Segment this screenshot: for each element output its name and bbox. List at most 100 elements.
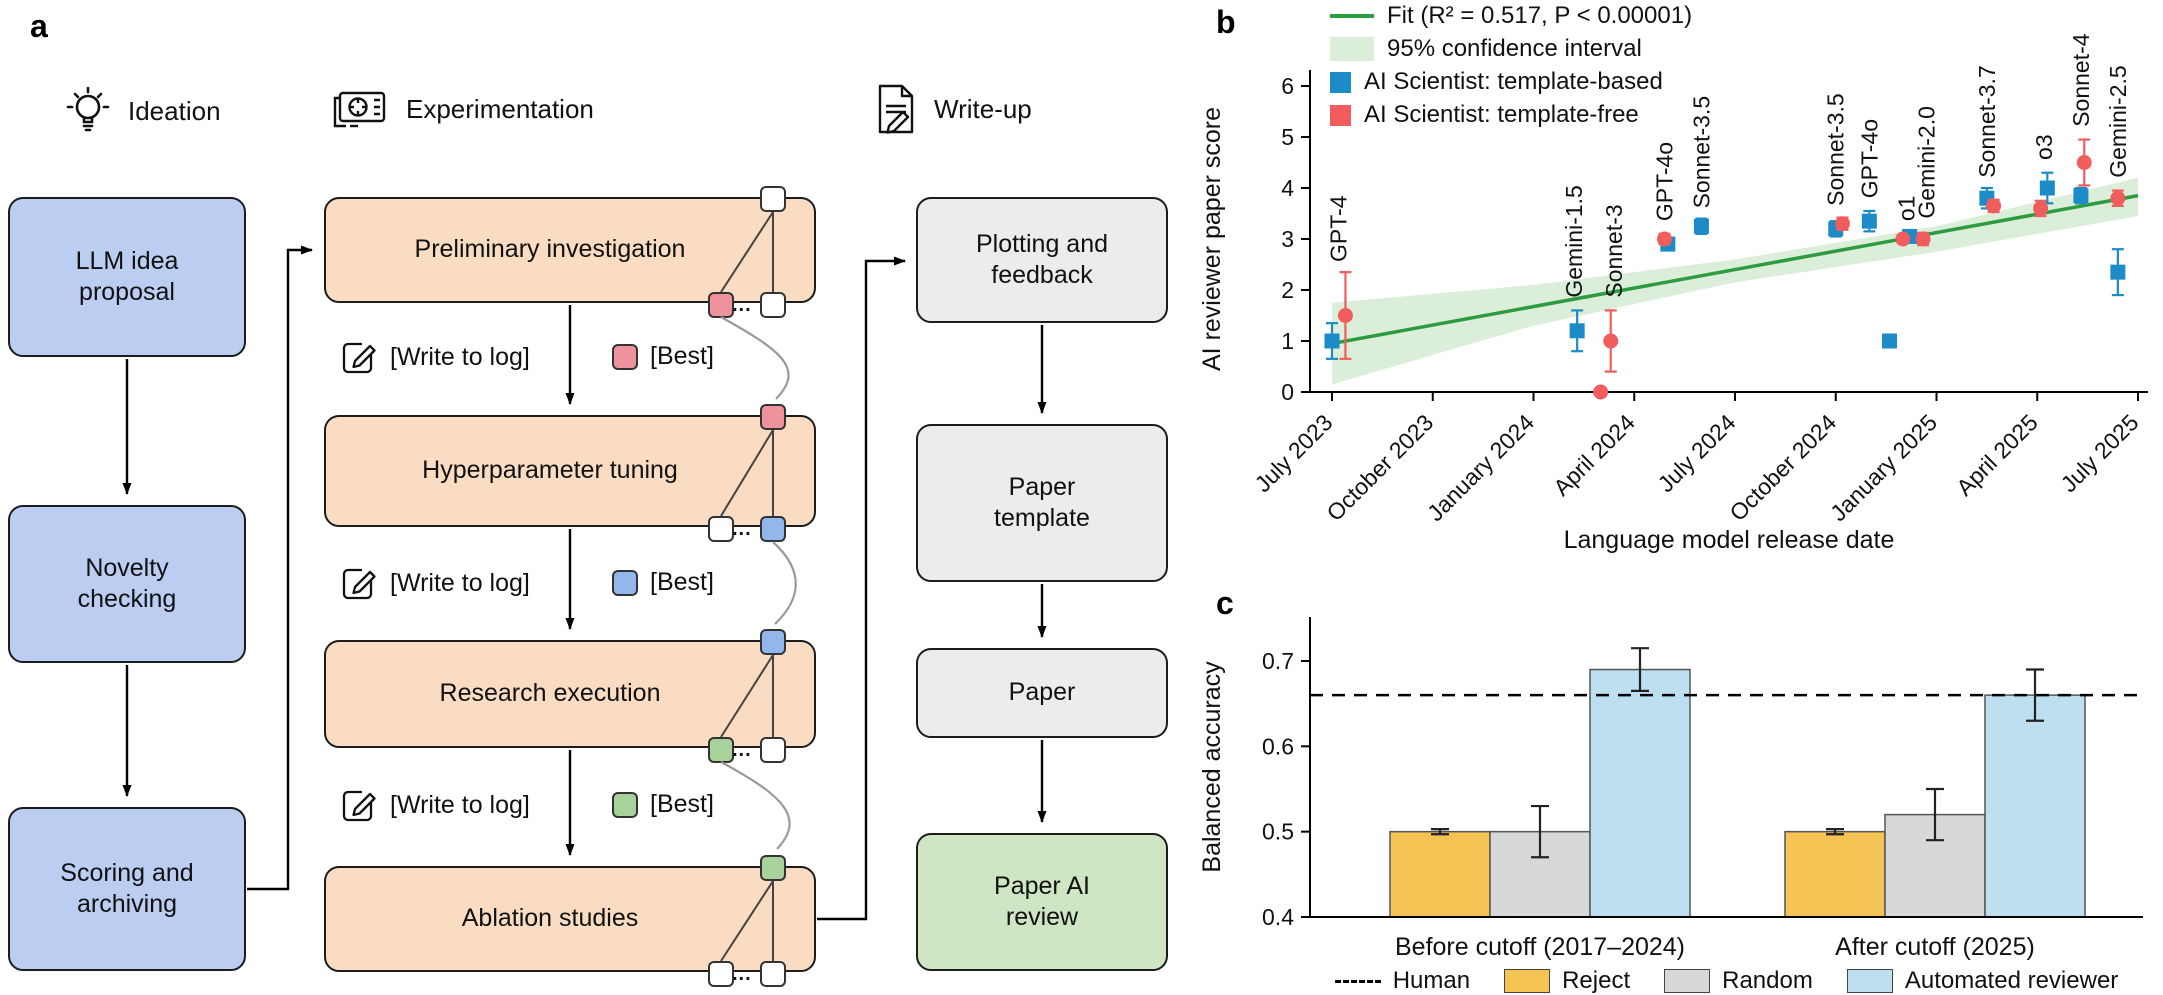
human-dash-swatch xyxy=(1334,979,1381,983)
scatter-point-circle xyxy=(2033,200,2049,216)
tree-dots: ... xyxy=(732,294,752,316)
model-label: GPT-4 xyxy=(1326,195,1352,262)
tree-edges xyxy=(720,429,774,517)
tree-node-pink xyxy=(760,404,786,430)
tree-node-blue xyxy=(760,516,786,542)
flow-box-paper: Paper xyxy=(916,648,1168,738)
tree-node-green xyxy=(760,855,786,881)
scatter-point-circle xyxy=(1986,198,2002,214)
flow-box-label: Preliminary investigation xyxy=(414,235,686,264)
panel-b-label: b xyxy=(1216,4,1236,40)
tree-dots: ... xyxy=(732,963,752,985)
best-node-blue xyxy=(612,569,638,596)
model-label: Sonnet-3.5 xyxy=(1688,96,1714,209)
write-to-log-label: [Write to log] xyxy=(390,790,530,819)
pencil-icon xyxy=(342,568,376,600)
legend-item-reject: Reject xyxy=(1504,967,1630,995)
scatter-point-square xyxy=(1861,213,1877,229)
search-tree-icon: ... xyxy=(698,404,798,542)
legend-item-automated-reviewer: Automated reviewer xyxy=(1846,967,2118,995)
scatter-point-circle xyxy=(1834,216,1850,232)
fit-line-swatch xyxy=(1330,14,1374,18)
y-tick-label: 6 xyxy=(1281,73,1294,99)
group-label: Before cutoff (2017–2024) xyxy=(1395,933,1685,961)
best-annotation: [Best] xyxy=(612,568,714,597)
flow-box-novelty-checking: Novelty checking xyxy=(8,505,246,663)
best-node-pink xyxy=(612,343,638,370)
best-label: [Best] xyxy=(650,790,714,818)
model-label: Gemini-2.5 xyxy=(2105,65,2131,177)
reject-swatch xyxy=(1504,969,1551,993)
model-label: Sonnet-3.5 xyxy=(1823,93,1849,206)
write-to-log-annotation: [Write to log] xyxy=(340,564,530,602)
scatter-point-circle xyxy=(1603,333,1619,349)
scatter-point-square xyxy=(2073,188,2089,204)
panel-a-label: a xyxy=(30,8,48,44)
bar-automated-reviewer xyxy=(1589,668,1691,918)
search-tree-icon: ... xyxy=(698,186,798,318)
write-to-log-annotation: [Write to log] xyxy=(340,338,530,376)
tree-node-pink xyxy=(708,292,734,318)
legend-label: 95% confidence interval xyxy=(1387,35,1642,62)
panel-c-label: c xyxy=(1216,585,1234,621)
legend-item-template-free: AI Scientist: template-free xyxy=(1330,101,1692,129)
flow-box-label: Novelty checking xyxy=(77,553,177,613)
x-tick-label: April 2024 xyxy=(1548,409,1640,501)
search-tree-icon: ... xyxy=(698,855,798,987)
search-tree-icon: ... xyxy=(698,629,798,763)
tree-edges xyxy=(720,211,774,293)
model-label: Gemini-1.5 xyxy=(1561,185,1587,297)
flow-box-label: Hyperparameter tuning xyxy=(422,456,678,485)
gpu-icon xyxy=(333,91,386,128)
writeup-header: Write-up xyxy=(872,82,1032,136)
scatter-point-circle xyxy=(1915,231,1931,247)
model-label: GPT-4o xyxy=(1856,119,1882,198)
flow-box-plotting-feedback: Plotting and feedback xyxy=(916,197,1168,323)
model-label: o1 xyxy=(1893,196,1919,222)
legend-item-random: Random xyxy=(1664,967,1813,995)
scatter-legend: Fit (R² = 0.517, P < 0.00001) 95% confid… xyxy=(1330,2,1692,129)
tree-edges xyxy=(720,654,774,738)
template-based-swatch xyxy=(1330,71,1351,93)
y-tick-label: 5 xyxy=(1281,124,1294,150)
tree-node-blue xyxy=(760,629,786,655)
x-tick-label: July 2023 xyxy=(1250,409,1338,497)
flow-box-label: Ablation studies xyxy=(461,904,639,933)
document-pencil-icon xyxy=(878,84,914,134)
legend-item-human: Human xyxy=(1334,967,1471,995)
x-axis-title: Language model release date xyxy=(1564,526,1895,554)
bar-reject xyxy=(1389,830,1491,918)
tree-edges xyxy=(720,880,774,962)
tree-connector xyxy=(720,316,790,400)
scatter-point-circle xyxy=(2076,155,2092,170)
scatter-point-square xyxy=(1569,323,1585,339)
legend-label: Human xyxy=(1392,967,1471,994)
experimentation-header: Experimentation xyxy=(332,86,594,132)
y-tick-label: 2 xyxy=(1281,277,1294,303)
y-tick-label: 0.6 xyxy=(1262,733,1294,759)
write-to-log-annotation: [Write to log] xyxy=(340,786,530,824)
legend-item-template-based: AI Scientist: template-based xyxy=(1330,68,1692,96)
model-label: Sonnet-3 xyxy=(1601,204,1627,297)
tree-connector xyxy=(772,541,797,625)
legend-label: Random xyxy=(1722,967,1813,994)
tree-node-white xyxy=(760,961,786,987)
legend-label: Fit (R² = 0.517, P < 0.00001) xyxy=(1387,2,1693,29)
y-axis-title: AI reviewer paper score xyxy=(1198,107,1226,371)
pencil-icon xyxy=(342,790,376,822)
model-label: Gemini-2.0 xyxy=(1913,106,1939,218)
lightbulb-icon xyxy=(66,86,110,132)
x-tick-label: January 2024 xyxy=(1422,409,1539,526)
y-axis-title: Balanced accuracy xyxy=(1198,661,1226,873)
random-swatch xyxy=(1664,969,1711,993)
best-label: [Best] xyxy=(650,568,714,596)
writeup-title: Write-up xyxy=(934,93,1032,124)
best-node-green xyxy=(612,791,638,818)
scatter-point-circle xyxy=(2110,190,2126,206)
write-to-log-label: [Write to log] xyxy=(390,568,530,597)
scatter-point-circle xyxy=(1593,384,1609,400)
